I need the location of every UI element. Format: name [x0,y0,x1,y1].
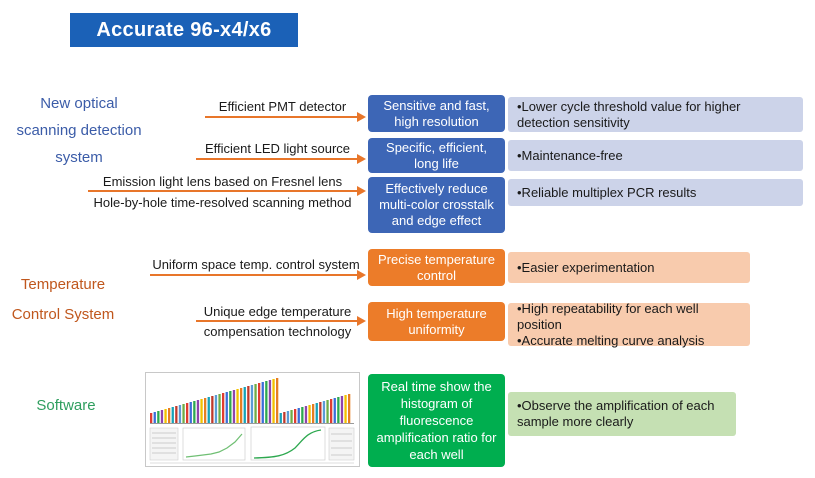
right-arrow-icon [196,154,366,164]
section-label-line: New optical [40,95,118,112]
feature-label-hole-by-hole: Hole-by-hole time-resolved scanning meth… [93,195,352,210]
benefit-text: •High repeatability for each well positi… [517,300,699,332]
benefit-box-maintenance-free: •Maintenance-free [508,140,803,171]
result-box-realtime-histogram: Real time show the histogram of fluoresc… [368,374,505,467]
benefit-text: •Reliable multiplex PCR results [517,184,697,200]
result-box-specific-efficient: Specific, efficient, long life [368,138,505,173]
right-arrow-icon [196,316,366,326]
section-label-temperature-control: Temperature Control System [0,270,126,330]
histogram-bars [150,378,351,423]
benefit-box-multiplex-pcr: •Reliable multiplex PCR results [508,179,803,206]
benefit-box-easier-experimentation: •Easier experimentation [508,252,750,283]
result-box-temperature-uniformity: High temperature uniformity [368,302,505,341]
benefit-text: •Maintenance-free [517,147,623,163]
section-label-line: Temperature [20,276,106,293]
result-box-precise-temperature: Precise temperature control [368,249,505,286]
result-box-sensitive-fast: Sensitive and fast, high resolution [368,95,505,132]
benefit-box-repeatability-melting: •High repeatability for each well positi… [508,300,750,348]
benefit-text: •Accurate melting curve analysis [517,332,705,348]
section-label-line: Software [36,397,96,414]
feature-label-uniform-space-temp: Uniform space temp. control system [152,257,360,272]
result-box-reduce-crosstalk: Effectively reduce multi-color crosstalk… [368,177,505,233]
benefit-text: •Observe the amplification of each sampl… [517,398,715,429]
benefit-box-observe-amplification: •Observe the amplification of each sampl… [508,392,736,436]
benefit-box-cycle-threshold: •Lower cycle threshold value for higher … [508,97,803,132]
section-label-software: Software [10,392,122,419]
feature-label-edge-temperature: Unique edge temperature [203,304,352,319]
section-label-line: system [55,149,103,166]
right-arrow-icon [150,270,366,280]
section-label-line: scanning detection [16,122,142,139]
software-screenshot-thumbnail [145,372,360,467]
feature-label-compensation-technology: compensation technology [203,324,352,339]
feature-label-pmt-detector: Efficient PMT detector [218,99,347,114]
benefit-text: •Lower cycle threshold value for higher … [517,98,741,130]
feature-label-led-source: Efficient LED light source [205,141,350,156]
right-arrow-icon [88,186,366,196]
section-label-line: Control System [11,306,115,323]
page-title: Accurate 96-x4/x6 [70,13,298,47]
feature-label-fresnel-lens: Emission light lens based on Fresnel len… [102,174,343,189]
right-arrow-icon [205,112,366,122]
section-label-optical-system: New optical scanning detection system [8,90,150,171]
benefit-text: •Easier experimentation [517,259,655,275]
